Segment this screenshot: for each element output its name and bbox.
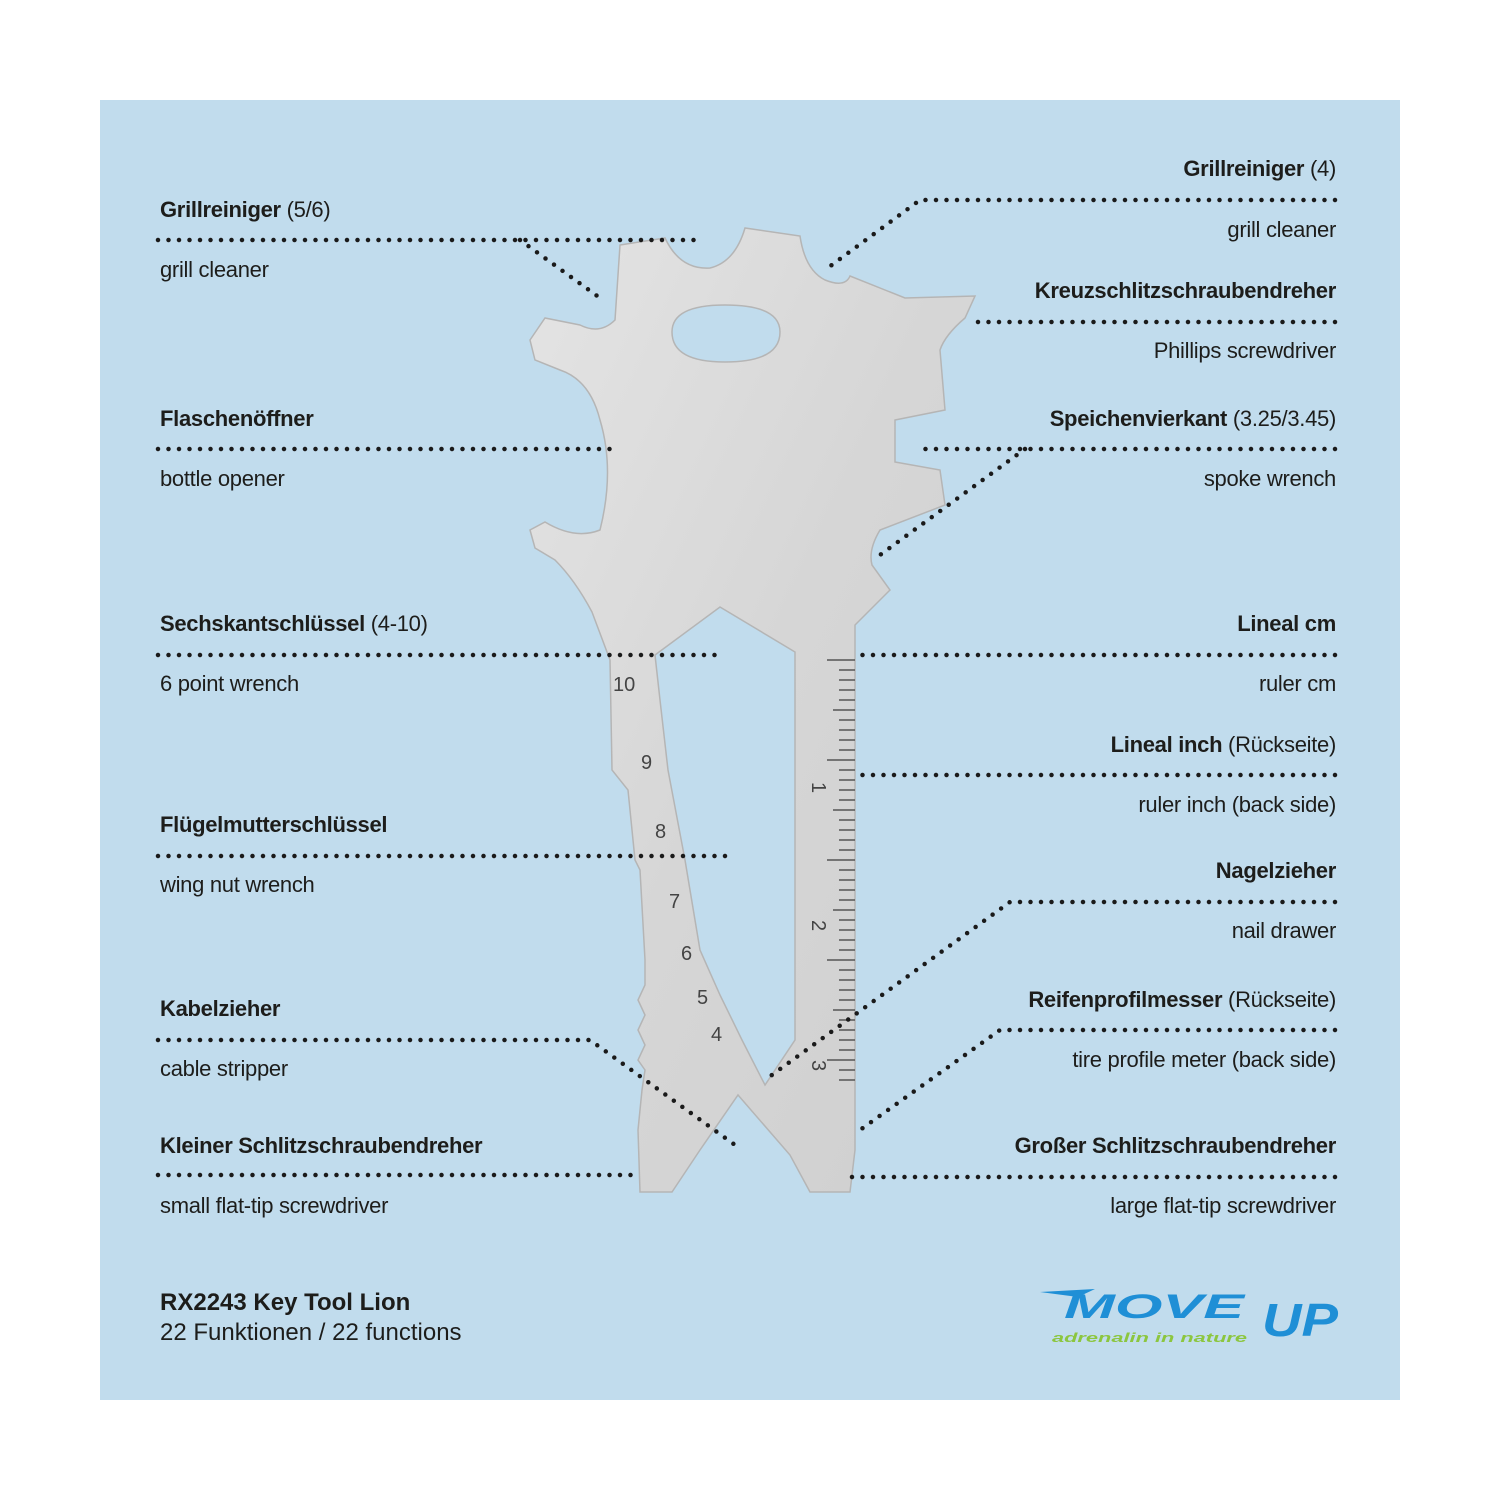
background-panel (100, 100, 1400, 1400)
label-en: ruler inch (back side) (1138, 792, 1336, 817)
label-ruler-inch: Lineal inch (Rückseite) (1110, 732, 1337, 757)
label-en: spoke wrench (1203, 466, 1336, 491)
ruler-number: 1 (807, 782, 829, 793)
label-en: cable stripper (160, 1056, 288, 1081)
product-title: RX2243 Key Tool Lion (160, 1289, 411, 1316)
label-grill-cleaner-4: Grillreiniger (4) (1183, 156, 1336, 181)
label-small-flat-screwdriver: Kleiner Schlitzschraubendreher (160, 1133, 483, 1158)
product-info: RX2243 Key Tool Lion 22 Funktionen / 22 … (160, 1288, 462, 1348)
label-spoke-wrench: Speichenvierkant (3.25/3.45) (1049, 406, 1337, 431)
label-nail-drawer: Nagelzieher (1215, 858, 1337, 883)
label-en: tire profile meter (back side) (1072, 1047, 1336, 1072)
label-large-flat-screwdriver: Großer Schlitzschraubendreher (1014, 1133, 1337, 1158)
moveup-logo: MOVE UP adrenalin in nature (1040, 1288, 1338, 1346)
leader-lines (155, 197, 1338, 1180)
ruler-ticks (827, 659, 855, 1081)
wrench-size-label: 8 (655, 821, 666, 843)
label-wing-nut-wrench: Flügelmutterschlüssel (160, 812, 388, 837)
label-grill-cleaner-5-6: Grillreiniger (5/6) (160, 197, 331, 222)
label-en: grill cleaner (1227, 217, 1336, 242)
label-ruler-cm: Lineal cm (1237, 611, 1336, 636)
label-en: wing nut wrench (160, 872, 315, 897)
label-en: Phillips screwdriver (1153, 338, 1337, 363)
wrench-size-label: 7 (669, 891, 680, 913)
logo-wordmark: MOVE (1064, 1288, 1246, 1326)
label-6-point-wrench: Sechskantschlüssel (4-10) (160, 611, 428, 636)
label-en: bottle opener (160, 466, 285, 491)
wrench-size-label: 10 (613, 674, 635, 696)
label-en: grill cleaner (160, 257, 269, 282)
label-bottle-opener: Flaschenöffner (160, 406, 314, 431)
logo-wordmark-up: UP (1262, 1294, 1338, 1346)
label-en: 6 point wrench (160, 671, 299, 696)
ruler-number: 3 (807, 1060, 829, 1071)
label-en: large flat-tip screwdriver (1110, 1193, 1336, 1218)
wrench-size-label: 6 (681, 943, 692, 965)
label-en: ruler cm (1258, 671, 1336, 696)
label-tire-profile-meter: Reifenprofilmesser (Rückseite) (1028, 987, 1336, 1012)
product-subtitle: 22 Funktionen / 22 functions (160, 1319, 462, 1346)
label-en: small flat-tip screwdriver (160, 1193, 389, 1218)
wrench-size-label: 5 (697, 987, 708, 1009)
logo-tagline: adrenalin in nature (1052, 1330, 1247, 1345)
wrench-size-label: 4 (711, 1024, 722, 1046)
label-en: nail drawer (1231, 918, 1337, 943)
label-cable-stripper: Kabelzieher (160, 996, 281, 1021)
ruler-number: 2 (807, 920, 829, 931)
key-tool-body (529, 227, 977, 1193)
label-phillips-screwdriver: Kreuzschlitzschraubendreher (1034, 278, 1337, 303)
wrench-size-label: 9 (641, 752, 652, 774)
